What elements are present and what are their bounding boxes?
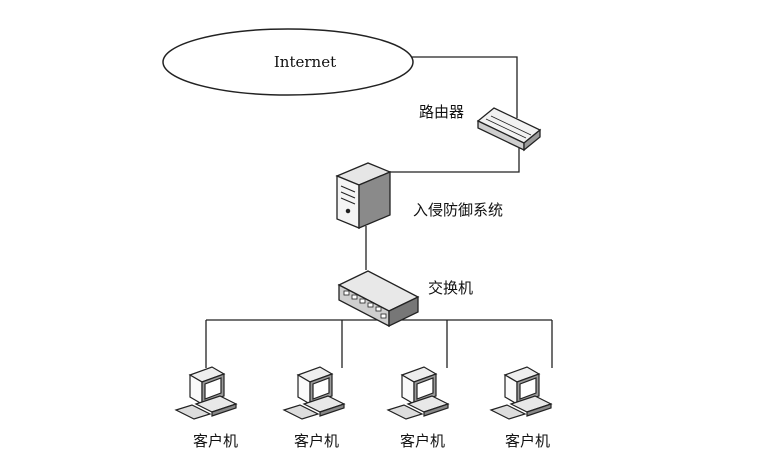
desktop-computer-icon <box>282 366 346 420</box>
clients-group: 客户机 客户机 客户机 客户机 <box>174 366 553 450</box>
server-tower-icon <box>335 162 392 229</box>
internet-ellipse-icon <box>162 28 414 96</box>
client-label: 客户机 <box>193 432 238 450</box>
ips-label: 入侵防御系统 <box>413 201 503 219</box>
desktop-computer-icon <box>386 366 450 420</box>
network-switch-icon <box>337 270 420 328</box>
client-label: 客户机 <box>294 432 339 450</box>
router-label: 路由器 <box>419 103 464 121</box>
internet-router-link <box>410 56 518 118</box>
desktop-computer-icon <box>174 366 238 420</box>
switch-label: 交换机 <box>428 279 473 297</box>
router-icon <box>476 107 542 152</box>
client-label: 客户机 <box>400 432 445 450</box>
internet-label: Internet <box>274 53 336 71</box>
client-label: 客户机 <box>505 432 550 450</box>
desktop-computer-icon <box>489 366 553 420</box>
router-ips-link <box>386 148 520 173</box>
